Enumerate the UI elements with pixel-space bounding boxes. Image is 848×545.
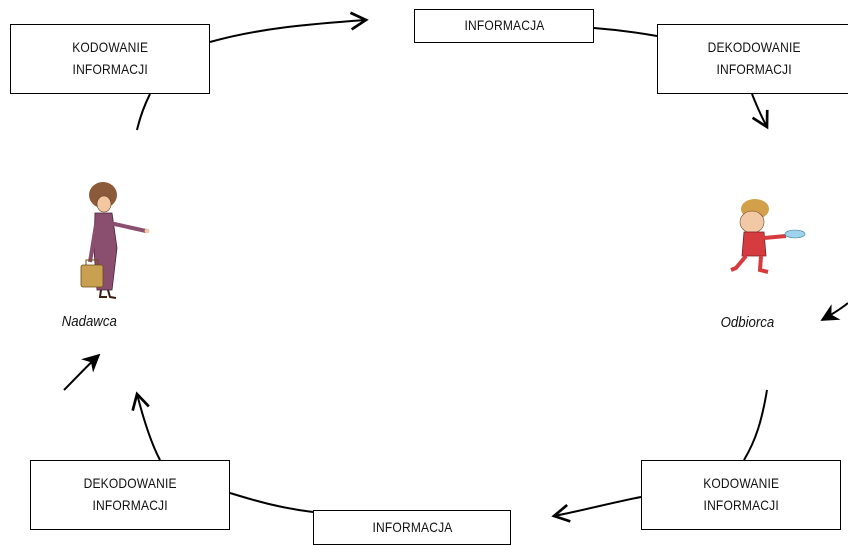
sender-label-text: Nadawca: [61, 313, 117, 330]
arrow-kod-to-informacja-top: [209, 11, 369, 43]
box-kodowanie-top-left: KODOWANIE INFORMACJI: [10, 24, 210, 94]
box-text: KODOWANIE INFORMACJI: [702, 475, 780, 513]
receiver-figure: [730, 199, 806, 274]
receiver-label: Odbiorca: [717, 314, 778, 331]
box-dekodowanie-bottom-left: DEKODOWANIE INFORMACJI: [30, 460, 230, 530]
arrow-dekod-up: [131, 391, 161, 461]
box-text: INFORMACJA: [372, 518, 452, 535]
box-dekodowanie-top-right: DEKODOWANIE INFORMACJI: [657, 24, 848, 94]
arrow-to-receiver: [820, 302, 848, 321]
receiver-label-text: Odbiorca: [720, 314, 775, 331]
box-informacja-bottom: INFORMACJA: [313, 510, 511, 545]
arrow-kod-to-informacja-bottom: [551, 496, 642, 523]
connector-sender-to-kod: [136, 93, 151, 131]
sender-figure: [80, 182, 150, 299]
box-text: KODOWANIE INFORMACJI: [71, 39, 149, 77]
box-text: INFORMACJA: [464, 17, 544, 34]
sender-label: Nadawca: [58, 313, 121, 330]
box-text: DEKODOWANIE INFORMACJI: [707, 39, 802, 77]
connector-informacja-to-dekod-top: [593, 27, 658, 37]
box-informacja-top: INFORMACJA: [414, 9, 594, 43]
arrow-dekod-down: [751, 93, 769, 130]
box-text: DEKODOWANIE INFORMACJI: [83, 475, 177, 513]
connector-receiver-to-kod: [743, 389, 768, 461]
arrow-to-sender: [63, 353, 101, 391]
box-kodowanie-bottom-right: KODOWANIE INFORMACJI: [641, 460, 841, 530]
connector-informacja-to-dekod-bottom: [229, 492, 314, 513]
